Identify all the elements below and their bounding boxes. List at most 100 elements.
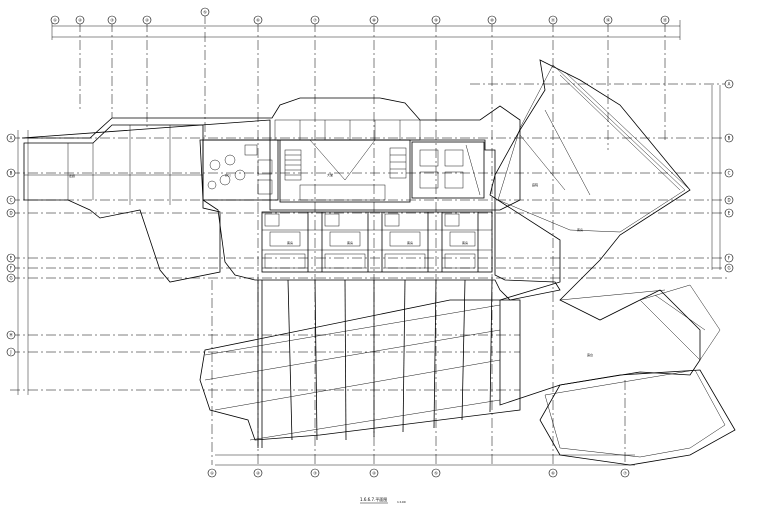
room-tag: 客房	[287, 240, 293, 245]
svg-text:②: ②	[78, 18, 82, 23]
grid-axes-horizontal	[10, 83, 730, 391]
service-block	[411, 141, 485, 199]
svg-text:A: A	[728, 82, 731, 87]
room-tag: 庭院	[532, 182, 538, 187]
grid-bubble-top: ⑨	[431, 15, 441, 25]
grid-bubble-bottom: ②	[253, 468, 263, 478]
svg-text:①: ①	[53, 18, 57, 23]
office-block	[202, 139, 279, 201]
room-tag: 办公	[225, 172, 231, 177]
room-tag: 大堂	[327, 172, 333, 177]
svg-text:⑥: ⑥	[551, 471, 555, 476]
svg-text:⑦: ⑦	[313, 18, 317, 23]
grid-bubble-bottom: ⑦	[620, 468, 630, 478]
grid-bubbles-top: ① ② ③ ④ ⑤ ⑥ ⑦ ⑧ ⑨ ⑩ ⑪ ⑫ ⑬	[50, 7, 670, 25]
grid-bubble-left: C	[6, 195, 16, 205]
grid-bubbles-right: A B C D E FG	[724, 79, 734, 273]
room-units	[261, 211, 493, 273]
grid-bubble-right: F	[724, 253, 734, 263]
grid-bubble-top: ⑤	[200, 7, 210, 17]
svg-text:⑪: ⑪	[551, 17, 555, 23]
svg-text:D: D	[9, 211, 12, 216]
grid-bubbles-left: A B C D EFG H J	[6, 133, 16, 357]
svg-text:④: ④	[145, 18, 149, 23]
grid-bubble-top: ④	[142, 15, 152, 25]
grid-bubble-bottom: ①	[207, 468, 217, 478]
grid-bubble-left: J	[6, 347, 16, 357]
grid-bubble-top: ③	[107, 15, 117, 25]
grid-bubble-left: G	[6, 273, 16, 283]
drawing-scale: 1:100	[397, 500, 406, 504]
grid-bubble-bottom: ⑥	[548, 468, 558, 478]
svg-text:⑫: ⑫	[606, 17, 610, 23]
room-tag: 客房	[407, 240, 413, 245]
svg-text:A: A	[10, 136, 13, 141]
grid-bubble-right: C	[724, 168, 734, 178]
grid-bubble-top: ⑧	[369, 15, 379, 25]
svg-text:B: B	[10, 171, 13, 176]
svg-text:②: ②	[256, 471, 260, 476]
grid-bubbles-bottom: ① ② ③ ④ ⑤ ⑥ ⑦	[207, 468, 630, 478]
room-tag: 客房	[462, 240, 468, 245]
dimension-lines	[17, 20, 721, 466]
svg-text:E: E	[10, 256, 13, 261]
svg-text:H: H	[9, 333, 12, 338]
svg-text:④: ④	[372, 471, 376, 476]
grid-bubble-right: E	[724, 208, 734, 218]
svg-text:⑩: ⑩	[490, 18, 494, 23]
grid-bubble-top: ⑫	[603, 15, 613, 25]
svg-text:C: C	[10, 198, 13, 203]
svg-text:③: ③	[313, 471, 317, 476]
svg-text:C: C	[728, 171, 731, 176]
grid-axes-vertical	[79, 14, 666, 465]
grid-bubble-right: G	[724, 263, 734, 273]
svg-text:J: J	[9, 350, 11, 355]
room-tag: 客房	[347, 240, 353, 245]
drawing-title: 1.6.6.7.平面图	[360, 496, 387, 502]
grid-bubble-top: ①	[50, 15, 60, 25]
svg-text:F: F	[10, 266, 13, 271]
svg-text:⑤: ⑤	[434, 471, 438, 476]
grid-bubble-top: ⑥	[253, 15, 263, 25]
svg-text:⑧: ⑧	[372, 18, 376, 23]
svg-text:E: E	[728, 211, 731, 216]
svg-text:G: G	[9, 276, 12, 281]
svg-text:①: ①	[210, 471, 214, 476]
grid-bubble-left: E	[6, 253, 16, 263]
room-tag: 露台	[587, 352, 593, 357]
grid-bubble-left: A	[6, 133, 16, 143]
svg-text:⑥: ⑥	[256, 18, 260, 23]
grid-bubble-right: D	[724, 195, 734, 205]
grid-bubble-left: B	[6, 168, 16, 178]
svg-text:F: F	[728, 256, 731, 261]
grid-bubble-bottom: ④	[369, 468, 379, 478]
right-wing-details	[519, 71, 706, 331]
building-outline	[21, 59, 736, 466]
svg-text:B: B	[728, 136, 731, 141]
svg-text:D: D	[727, 198, 730, 203]
grid-bubble-left: H	[6, 330, 16, 340]
room-tag: 走廊	[69, 173, 75, 178]
svg-text:③: ③	[110, 18, 114, 23]
left-wing-details	[24, 125, 203, 205]
svg-text:⑦: ⑦	[623, 471, 627, 476]
grid-bubble-right: A	[724, 79, 734, 89]
grid-bubble-right: B	[724, 133, 734, 143]
grid-bubble-top: ②	[75, 15, 85, 25]
svg-text:⑤: ⑤	[203, 10, 207, 15]
central-core	[274, 119, 421, 203]
svg-text:G: G	[727, 266, 730, 271]
grid-bubble-left: D	[6, 208, 16, 218]
grid-bubble-bottom: ③	[310, 468, 320, 478]
grid-bubble-top: ⑪	[548, 15, 558, 25]
structural-walls	[204, 279, 501, 448]
svg-text:⑨: ⑨	[434, 18, 438, 23]
grid-bubble-top: ⑦	[310, 15, 320, 25]
svg-text:⑬: ⑬	[663, 17, 667, 23]
grid-bubble-left: F	[6, 263, 16, 273]
grid-bubble-top: ⑩	[487, 15, 497, 25]
room-tags: 走廊大堂办公客房客房客房客房客房庭院露台	[69, 172, 593, 357]
grid-bubble-bottom: ⑤	[431, 468, 441, 478]
room-tag: 客房	[577, 227, 583, 232]
